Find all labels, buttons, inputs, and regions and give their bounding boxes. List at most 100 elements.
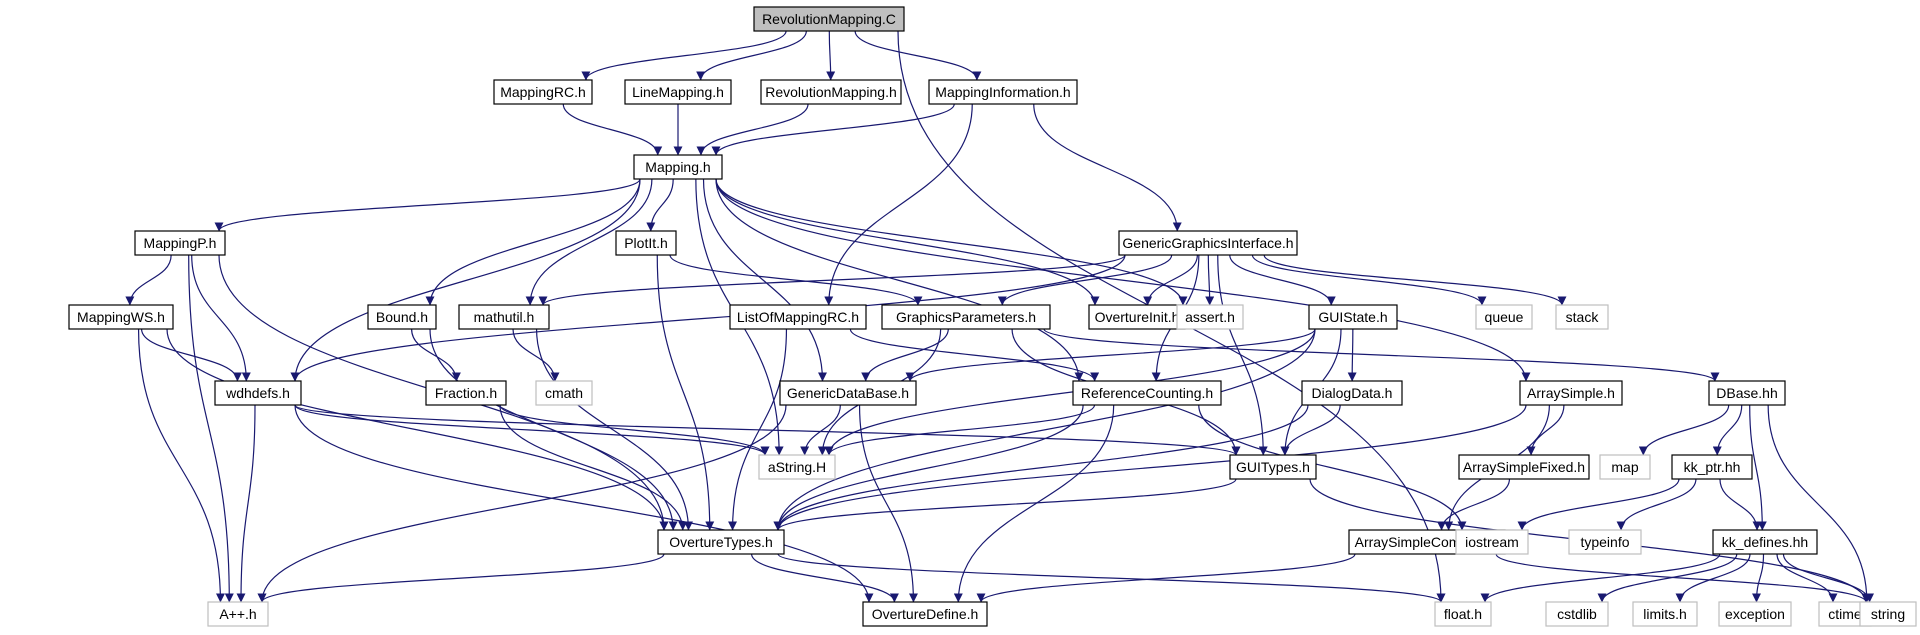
edge-guistate-to-overturetypes <box>773 328 1316 531</box>
node-box-revmaph <box>760 79 902 105</box>
node-overturetypes[interactable]: OvertureTypes.h <box>657 529 785 555</box>
edge-ggi-to-overtureinit <box>1143 254 1198 306</box>
node-overturedefine[interactable]: OvertureDefine.h <box>862 601 988 627</box>
node-ggi[interactable]: GenericGraphicsInterface.h <box>1118 230 1298 256</box>
node-box-iostream <box>1455 529 1529 555</box>
edge-plotit-to-graphicsparams <box>669 254 923 306</box>
node-refcounting[interactable]: ReferenceCounting.h <box>1072 380 1222 406</box>
node-label-typeinfo: typeinfo <box>1580 534 1629 550</box>
node-plotit[interactable]: PlotIt.h <box>615 230 677 256</box>
node-box-listofmappingrc <box>729 304 867 330</box>
node-box-graphicsparams <box>881 304 1051 330</box>
node-guistate[interactable]: GUIState.h <box>1308 304 1398 330</box>
node-graphicsparams[interactable]: GraphicsParameters.h <box>881 304 1051 330</box>
node-box-mappinginfo <box>928 79 1078 105</box>
edge-dbase-to-kkdefines <box>1749 404 1767 531</box>
node-fraction[interactable]: Fraction.h <box>425 380 507 406</box>
edge-mapping-to-asserth <box>715 178 1188 306</box>
node-box-dialogdata <box>1301 380 1403 406</box>
edge-mappingws-to-app <box>137 328 225 603</box>
node-box-exception <box>1718 601 1792 627</box>
node-kkptr[interactable]: kk_ptr.hh <box>1671 454 1753 480</box>
node-label-dialogdata: DialogData.h <box>1312 385 1393 401</box>
edge-mapping-to-bound <box>425 178 641 306</box>
node-label-revmapc: RevolutionMapping.C <box>762 11 896 27</box>
node-label-linemapping: LineMapping.h <box>632 84 724 100</box>
edge-ggi-to-stack <box>1263 254 1567 306</box>
node-iostream: iostream <box>1455 529 1529 555</box>
node-box-genericdatabase <box>779 380 917 406</box>
edge-kkdefines-to-ctime <box>1776 553 1838 603</box>
edge-kkptr-to-typeinfo <box>1616 478 1697 531</box>
node-label-app: A++.h <box>219 606 256 622</box>
edge-dbase-to-map <box>1638 404 1730 456</box>
node-astring: aString.H <box>758 454 836 480</box>
node-overtureinit[interactable]: OvertureInit.h <box>1088 304 1186 330</box>
node-listofmappingrc[interactable]: ListOfMappingRC.h <box>729 304 867 330</box>
node-box-bound <box>367 304 437 330</box>
node-kkdefines[interactable]: kk_defines.hh <box>1712 529 1818 555</box>
edge-ggi-to-guistate <box>1229 254 1336 306</box>
node-genericdatabase[interactable]: GenericDataBase.h <box>779 380 917 406</box>
edge-mappinginfo-to-mapping <box>711 103 955 156</box>
node-bound[interactable]: Bound.h <box>367 304 437 330</box>
node-box-guistate <box>1308 304 1398 330</box>
file-nodes: RevolutionMapping.C MappingRC.h LineMappin… <box>68 6 1917 627</box>
node-mapping[interactable]: Mapping.h <box>633 154 723 180</box>
node-dialogdata[interactable]: DialogData.h <box>1301 380 1403 406</box>
node-dbase[interactable]: DBase.hh <box>1708 380 1786 406</box>
node-label-string: string <box>1871 606 1905 622</box>
node-cmath: cmath <box>535 380 593 406</box>
node-box-mappingws <box>68 304 174 330</box>
edge-genericdatabase-to-astring <box>800 404 841 456</box>
node-box-plotit <box>615 230 677 256</box>
edge-overturetypes-to-overturedefine <box>751 553 899 603</box>
edge-kkdefines-to-limits <box>1675 553 1751 603</box>
node-label-floath: float.h <box>1444 606 1482 622</box>
node-box-stack <box>1555 304 1609 330</box>
edge-revmapc-to-revmaph <box>826 30 836 81</box>
node-mathutil[interactable]: mathutil.h <box>458 304 550 330</box>
node-label-wdhdefs: wdhdefs.h <box>225 385 290 401</box>
node-label-listofmappingrc: ListOfMappingRC.h <box>737 309 859 325</box>
edge-arraysimplefixed-to-arraysimplecommon <box>1437 478 1511 531</box>
node-box-mathutil <box>458 304 550 330</box>
node-guitypes[interactable]: GUITypes.h <box>1229 454 1317 480</box>
edge-refcounting-to-iostream <box>1198 404 1467 531</box>
node-limits: limits.h <box>1632 601 1698 627</box>
node-label-guitypes: GUITypes.h <box>1236 459 1310 475</box>
node-linemapping[interactable]: LineMapping.h <box>624 79 732 105</box>
node-app: A++.h <box>207 601 269 627</box>
edge-mapping-to-arraysimple <box>715 178 1531 382</box>
node-arraysimple[interactable]: ArraySimple.h <box>1519 380 1623 406</box>
node-floath: float.h <box>1434 601 1492 627</box>
node-revmapc[interactable]: RevolutionMapping.C <box>753 6 905 32</box>
node-mappingws[interactable]: MappingWS.h <box>68 304 174 330</box>
node-box-kkdefines <box>1712 529 1818 555</box>
node-box-app <box>207 601 269 627</box>
node-wdhdefs[interactable]: wdhdefs.h <box>214 380 302 406</box>
node-mappinginfo[interactable]: MappingInformation.h <box>928 79 1078 105</box>
node-label-cstdlib: cstdlib <box>1557 606 1597 622</box>
edge-dialogdata-to-guitypes <box>1280 404 1341 456</box>
node-label-queue: queue <box>1485 309 1524 325</box>
node-box-overturedefine <box>862 601 988 627</box>
edge-dbase-to-string <box>1767 404 1872 603</box>
node-label-arraysimplefixed: ArraySimpleFixed.h <box>1463 459 1585 475</box>
edge-refcounting-to-astring <box>824 404 1096 456</box>
node-revmaph[interactable]: RevolutionMapping.h <box>760 79 902 105</box>
node-arraysimplefixed[interactable]: ArraySimpleFixed.h <box>1458 454 1590 480</box>
node-box-arraysimplefixed <box>1458 454 1590 480</box>
node-box-queue <box>1475 304 1533 330</box>
edge-mappingrc-to-mapping <box>562 103 663 156</box>
node-string: string <box>1859 601 1917 627</box>
edge-guitypes-to-overturetypes <box>773 478 1237 531</box>
edge-fraction-to-overturetypes <box>499 404 688 531</box>
node-label-arraysimple: ArraySimple.h <box>1527 385 1615 401</box>
edge-mapping-to-refcounting <box>715 178 1084 382</box>
node-mappingrc[interactable]: MappingRC.h <box>493 79 593 105</box>
node-mappingp[interactable]: MappingP.h <box>134 230 226 256</box>
node-box-cstdlib <box>1545 601 1609 627</box>
node-label-astring: aString.H <box>768 459 826 475</box>
edge-mapping-to-mathutil <box>525 178 653 306</box>
